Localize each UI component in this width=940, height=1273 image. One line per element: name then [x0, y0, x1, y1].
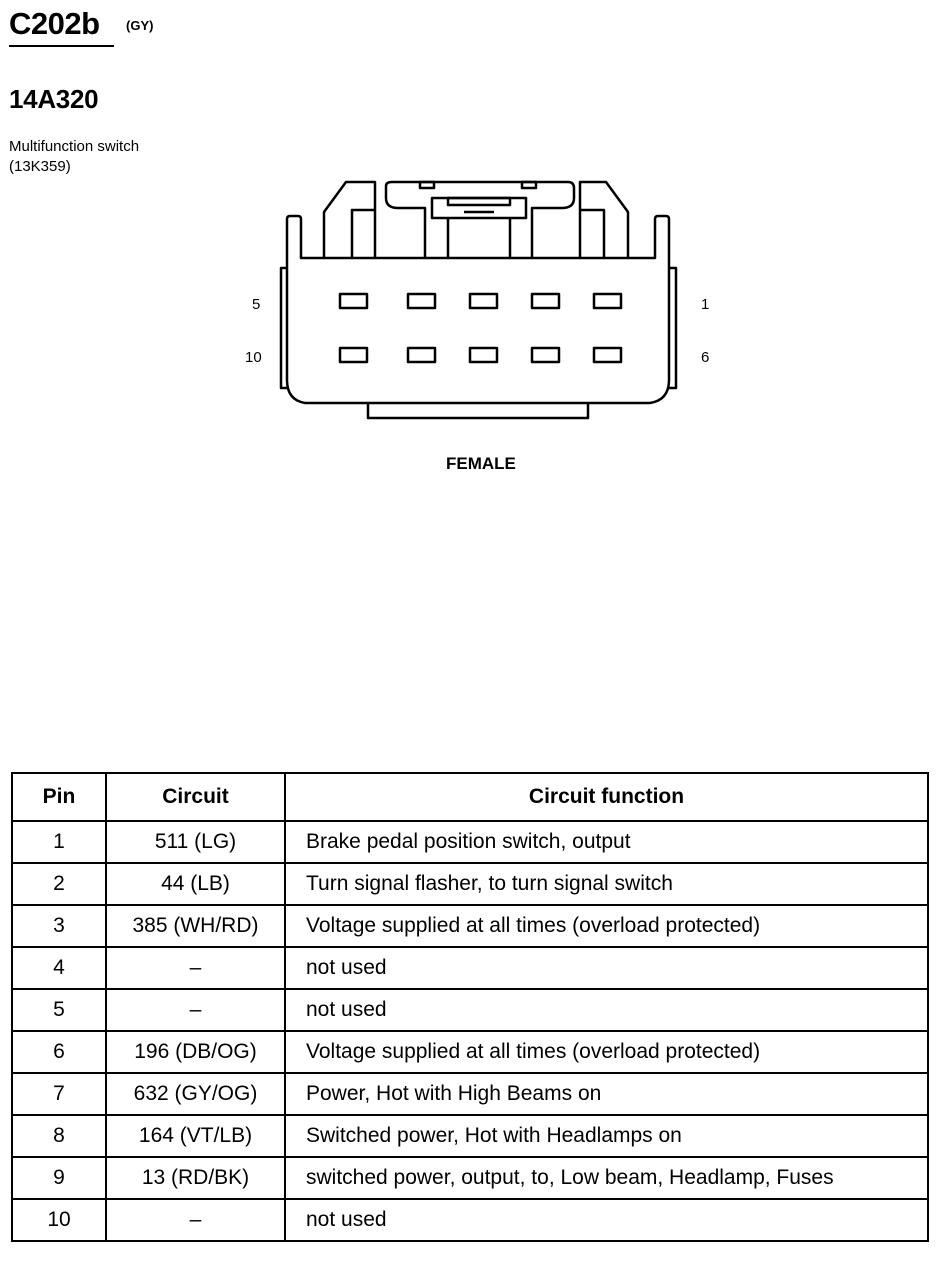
circuit-cell: 632 (GY/OG): [105, 1072, 286, 1116]
connector-left-tab: [279, 266, 287, 390]
pin-function-table: Pin Circuit Circuit function 1 511 (LG) …: [11, 772, 929, 1242]
connector-left-latch: [322, 180, 377, 258]
pin-cell: 1: [11, 820, 107, 864]
connector-title-block: C202b: [9, 6, 114, 47]
circuit-cell: 164 (VT/LB): [105, 1114, 286, 1158]
pin-label-bottom-right: 6: [701, 349, 710, 366]
function-cell: not used: [284, 1198, 929, 1242]
table-row: 5 – not used: [11, 988, 929, 1032]
circuit-cell: 13 (RD/BK): [105, 1156, 286, 1200]
function-cell: Switched power, Hot with Headlamps on: [284, 1114, 929, 1158]
pin-cavity-8: [468, 346, 499, 364]
connector-right-tab: [669, 266, 678, 390]
table-row: 1 511 (LG) Brake pedal position switch, …: [11, 820, 929, 864]
connector-bottom-key: [366, 403, 590, 420]
pin-label-bottom-left: 10: [245, 349, 262, 366]
table-row: 2 44 (LB) Turn signal flasher, to turn s…: [11, 862, 929, 906]
header-function: Circuit function: [284, 772, 929, 822]
table-header-row: Pin Circuit Circuit function: [11, 772, 929, 822]
connector-id: C202b: [9, 6, 114, 47]
table-row: 10 – not used: [11, 1198, 929, 1242]
pin-cell: 4: [11, 946, 107, 990]
table-row: 9 13 (RD/BK) switched power, output, to,…: [11, 1156, 929, 1200]
table-row: 7 632 (GY/OG) Power, Hot with High Beams…: [11, 1072, 929, 1116]
part-name: Multifunction switch (13K359): [9, 137, 139, 177]
circuit-cell: –: [105, 1198, 286, 1242]
function-cell: Voltage supplied at all times (overload …: [284, 904, 929, 948]
pin-cavity-6: [592, 346, 623, 364]
pin-cavity-9: [406, 346, 437, 364]
table-row: 3 385 (WH/RD) Voltage supplied at all ti…: [11, 904, 929, 948]
circuit-cell: 44 (LB): [105, 862, 286, 906]
pin-cell: 3: [11, 904, 107, 948]
connector-right-latch: [578, 180, 630, 258]
part-name-line2: (13K359): [9, 158, 71, 175]
pin-cavity-3: [468, 292, 499, 310]
pin-cell: 7: [11, 1072, 107, 1116]
circuit-cell: 511 (LG): [105, 820, 286, 864]
pin-cavity-1: [592, 292, 623, 310]
circuit-cell: –: [105, 988, 286, 1032]
pin-cavity-5: [338, 292, 369, 310]
part-name-line1: Multifunction switch: [9, 138, 140, 155]
function-cell: switched power, output, to, Low beam, He…: [284, 1156, 929, 1200]
pin-label-top-right: 1: [701, 296, 710, 313]
pin-label-top-left: 5: [252, 296, 261, 313]
pin-cell: 5: [11, 988, 107, 1032]
pin-cell: 2: [11, 862, 107, 906]
circuit-cell: 385 (WH/RD): [105, 904, 286, 948]
pin-cell: 10: [11, 1198, 107, 1242]
connector-lock-arch: [384, 180, 576, 258]
connector-lock-tab: [430, 196, 528, 220]
header-circuit: Circuit: [105, 772, 286, 822]
pin-cell: 8: [11, 1114, 107, 1158]
function-cell: not used: [284, 988, 929, 1032]
pin-cell: 6: [11, 1030, 107, 1074]
circuit-cell: 196 (DB/OG): [105, 1030, 286, 1074]
part-number: 14A320: [9, 84, 99, 114]
function-cell: Turn signal flasher, to turn signal swit…: [284, 862, 929, 906]
pin-cavity-10: [338, 346, 369, 364]
pin-cavity-7: [530, 346, 561, 364]
connector-color-code: (GY): [126, 18, 154, 33]
function-cell: not used: [284, 946, 929, 990]
table-row: 4 – not used: [11, 946, 929, 990]
function-cell: Voltage supplied at all times (overload …: [284, 1030, 929, 1074]
connector-face-diagram: [279, 180, 678, 420]
pin-cavity-4: [406, 292, 437, 310]
circuit-cell: –: [105, 946, 286, 990]
pin-cell: 9: [11, 1156, 107, 1200]
connector-gender-label: FEMALE: [446, 454, 516, 473]
table-row: 8 164 (VT/LB) Switched power, Hot with H…: [11, 1114, 929, 1158]
function-cell: Brake pedal position switch, output: [284, 820, 929, 864]
pin-cavity-2: [530, 292, 561, 310]
function-cell: Power, Hot with High Beams on: [284, 1072, 929, 1116]
connector-body-outline: [285, 214, 671, 405]
table-row: 6 196 (DB/OG) Voltage supplied at all ti…: [11, 1030, 929, 1074]
header-pin: Pin: [11, 772, 107, 822]
